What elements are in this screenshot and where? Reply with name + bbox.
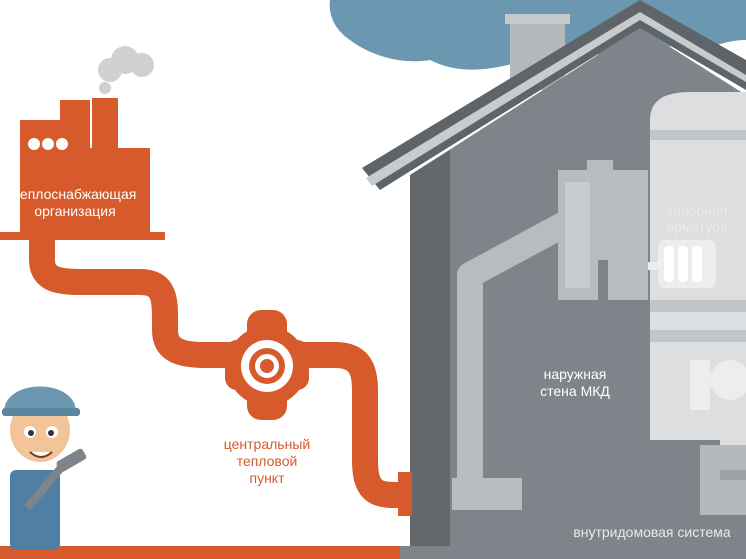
heat-supplier-label: теплоснабжающая организация (4, 186, 146, 220)
house-side (410, 150, 450, 546)
shutoff-valves-label: запорная арматура (648, 202, 746, 236)
in-house-system-label: внутридомовая система (573, 524, 731, 540)
smoke-cloud-icon (98, 46, 154, 94)
valve-icon (225, 310, 309, 420)
radiator-icon (640, 240, 716, 288)
central-point-label: центральный тепловой пункт (212, 436, 322, 487)
factory-icon (0, 98, 165, 240)
outer-wall-label: наружная стена МКД (520, 366, 630, 400)
shutoff-valves-line2: арматура (666, 219, 728, 235)
outer-wall-line1: наружная (543, 366, 607, 382)
shutoff-valve-icon (558, 170, 648, 300)
ground-gray (400, 546, 746, 559)
appliance-round (710, 360, 746, 400)
shutoff-valves-line1: запорная (666, 202, 728, 218)
worker-with-hammer (2, 386, 87, 550)
orange-pipe (29, 235, 412, 508)
heat-supplier-line1: теплоснабжающая (13, 186, 137, 202)
pipe-joint (398, 472, 412, 516)
central-point-line3: пункт (249, 470, 285, 486)
outer-wall-line2: стена МКД (540, 383, 610, 399)
inner-pipe (457, 160, 613, 500)
roof (362, 0, 746, 190)
central-point-line1: центральный (223, 436, 311, 452)
house (362, 0, 746, 546)
central-point-line2: тепловой (236, 453, 298, 469)
heat-supplier-line2: организация (34, 203, 116, 219)
